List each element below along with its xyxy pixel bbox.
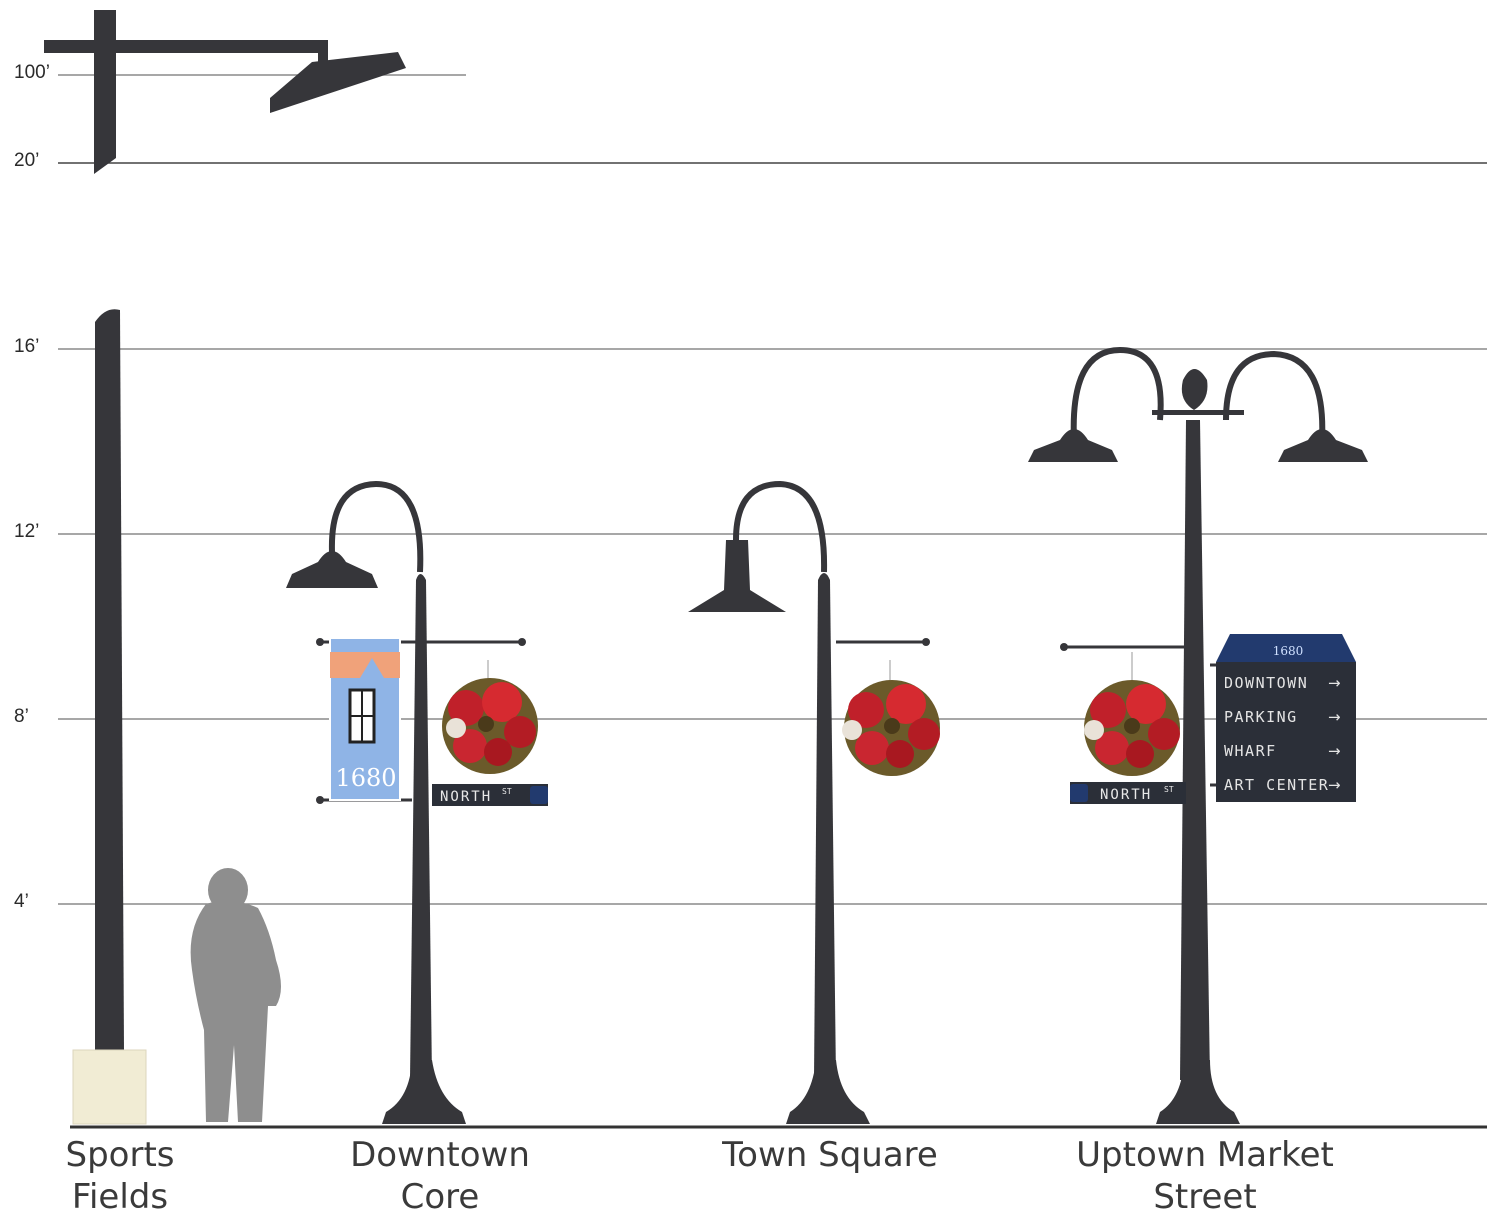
street-sign-suffix: ST [502,787,512,796]
caption-line: Fields [71,1177,169,1217]
height-label-12: 12’ [14,521,40,542]
street-sign-name: NORTH [440,789,492,805]
uptown-market-lamppost [1028,346,1368,1124]
town-square-lamppost [688,480,930,1124]
arrow-right-icon: → [1328,776,1341,794]
wayfinding-item-downtown: DOWNTOWN [1224,674,1308,692]
caption-line: Sports [65,1135,175,1175]
lamp-shade [1278,429,1368,462]
arrow-right-icon: → [1328,674,1341,692]
street-sign-suffix: ST [1164,785,1174,794]
arrow-right-icon: → [1328,742,1341,760]
caption-line: Core [400,1177,480,1217]
caption-line: Uptown Market [1076,1135,1334,1175]
wayfinding-item-art-center: ART CENTER [1224,776,1329,794]
height-label-20: 20’ [14,150,40,171]
flower-basket-town-square [842,660,940,776]
wayfinding-item-wharf: WHARF [1224,742,1277,760]
arrow-right-icon: → [1328,708,1341,726]
flower-basket-downtown [442,660,538,774]
height-label-16: 16’ [14,336,40,357]
street-sign-uptown: NORTH ST [1070,782,1186,804]
sports-field-pole-top [44,10,406,174]
height-label-4: 4’ [14,891,29,912]
flower-basket-uptown [1084,652,1180,776]
height-label-8: 8’ [14,706,29,727]
lamp-shade [1028,429,1118,462]
district-banner: 1680 [329,637,401,801]
sports-field-pole [72,309,147,1125]
caption-sports-fields: Sports Fields [40,1134,200,1218]
lamp-shade [286,551,378,588]
caption-line: Downtown [350,1135,530,1175]
pole-footing [72,1049,147,1125]
caption-line: Street [1153,1177,1257,1217]
lamp-shade [688,540,786,612]
street-sign-downtown: NORTH ST [432,784,548,806]
height-gridlines [58,74,1487,905]
wayfinding-logo: 1680 [1273,644,1304,658]
caption-line: Town Square [722,1135,938,1175]
wayfinding-sign: 1680 DOWNTOWN PARKING WHARF ART CENTER →… [1216,634,1356,802]
height-label-100: 100’ [14,62,50,83]
person-silhouette-icon [190,868,281,1122]
banner-year-text: 1680 [335,764,396,792]
caption-uptown-market-street: Uptown Market Street [1060,1134,1350,1218]
street-sign-name: NORTH [1100,787,1152,803]
wayfinding-item-parking: PARKING [1224,708,1298,726]
caption-town-square: Town Square [700,1134,960,1176]
caption-downtown-core: Downtown Core [330,1134,550,1218]
